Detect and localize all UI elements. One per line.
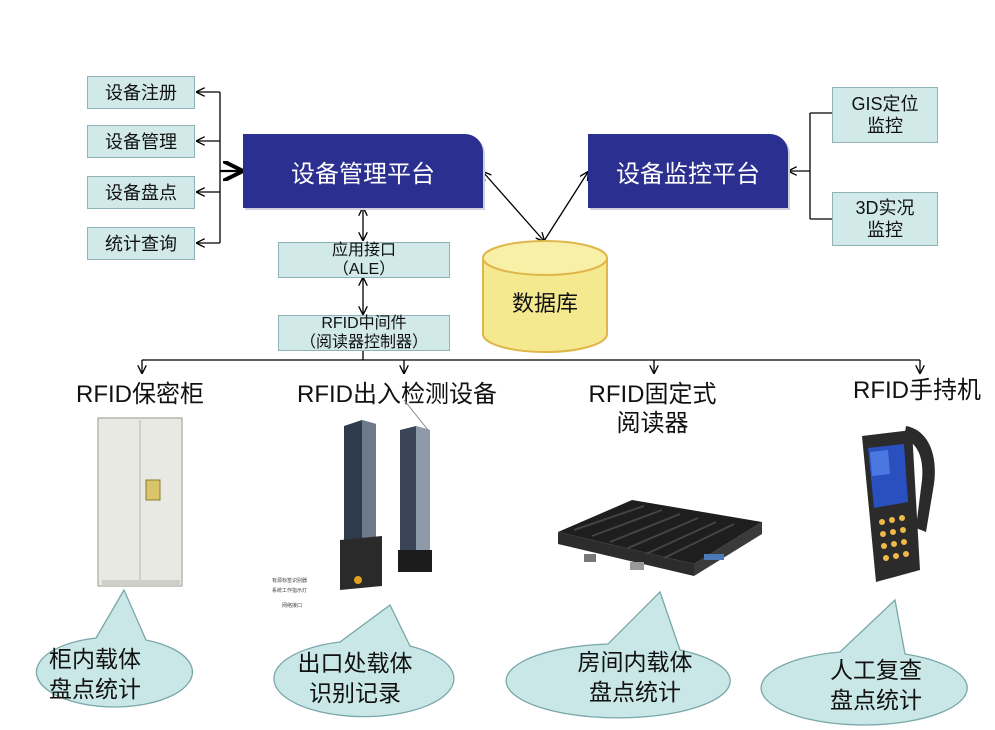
- rfid-middleware-box: RFID中间件 （阅读器控制器）: [278, 315, 450, 351]
- callout-shape-handheld: [760, 598, 968, 726]
- callout-fixed-line2: 盘点统计: [589, 679, 681, 705]
- 3d-monitor-line1: 3D实况: [855, 198, 915, 218]
- function-box-manage: 设备管理: [87, 125, 195, 158]
- callout-handheld: 人工复查 盘点统计: [776, 655, 976, 715]
- svg-text:网络接口: 网络接口: [282, 602, 302, 609]
- gis-monitor-line2: 监控: [867, 116, 903, 136]
- device-title-fixed-reader: RFID固定式 阅读器: [570, 380, 735, 438]
- callout-cabinet: 柜内载体 盘点统计: [15, 644, 175, 704]
- 3d-monitor-box: 3D实况 监控: [832, 192, 938, 246]
- callout-shape-cabinet: [35, 588, 194, 708]
- svg-text:系统工作指示灯: 系统工作指示灯: [272, 587, 307, 594]
- callout-shape-fixed: [505, 590, 731, 719]
- callout-gate-line2: 识别记录: [309, 680, 401, 706]
- device-monitoring-platform: 设备监控平台: [588, 134, 788, 208]
- right-function-connectors: [789, 112, 832, 220]
- interface-line2: （ALE）: [332, 261, 396, 278]
- application-interface-box: 应用接口 （ALE）: [278, 242, 450, 278]
- device-bus: [142, 359, 920, 373]
- fixed-reader-image: [558, 500, 762, 576]
- device-title-gate: RFID出入检测设备: [297, 381, 497, 408]
- middleware-line2: （阅读器控制器）: [299, 334, 428, 351]
- gis-monitor-line1: GIS定位: [851, 94, 919, 114]
- device-management-platform: 设备管理平台: [243, 134, 483, 208]
- database-label: 数据库: [511, 291, 578, 316]
- callout-gate: 出口处载体 识别记录: [265, 648, 445, 708]
- callout-handheld-line1: 人工复查: [830, 657, 922, 683]
- fixed-reader-line2: 阅读器: [616, 410, 689, 437]
- callout-gate-line1: 出口处载体: [297, 650, 413, 676]
- handheld-terminal-image: [862, 426, 935, 582]
- cabinet-image: [97, 417, 183, 587]
- database-cylinder: [482, 240, 608, 353]
- callout-fixed-line1: 房间内载体: [577, 649, 693, 675]
- callout-shape-gate: [273, 604, 455, 718]
- 3d-monitor-line2: 监控: [867, 220, 903, 240]
- database-connectors: [483, 172, 588, 241]
- gate-detector-image: 有源标签识别器 系统工作指示灯 网络接口: [272, 400, 432, 609]
- callout-handheld-line2: 盘点统计: [830, 687, 922, 713]
- middleware-line1: RFID中间件: [321, 315, 407, 332]
- device-title-handheld: RFID手持机: [853, 377, 981, 404]
- gis-monitor-box: GIS定位 监控: [832, 87, 938, 143]
- left-function-connectors: [197, 92, 241, 243]
- callout-cabinet-line1: 柜内载体: [49, 646, 141, 672]
- device-title-cabinet: RFID保密柜: [76, 381, 204, 408]
- function-box-statistics: 统计查询: [87, 227, 195, 260]
- fixed-reader-line1: RFID固定式: [588, 381, 717, 408]
- function-box-register: 设备注册: [87, 76, 195, 109]
- interface-line1: 应用接口: [331, 242, 396, 259]
- function-box-inventory: 设备盘点: [87, 176, 195, 209]
- callout-fixed: 房间内载体 盘点统计: [535, 647, 735, 707]
- svg-text:有源标签识别器: 有源标签识别器: [272, 577, 307, 584]
- callout-cabinet-line2: 盘点统计: [49, 676, 141, 702]
